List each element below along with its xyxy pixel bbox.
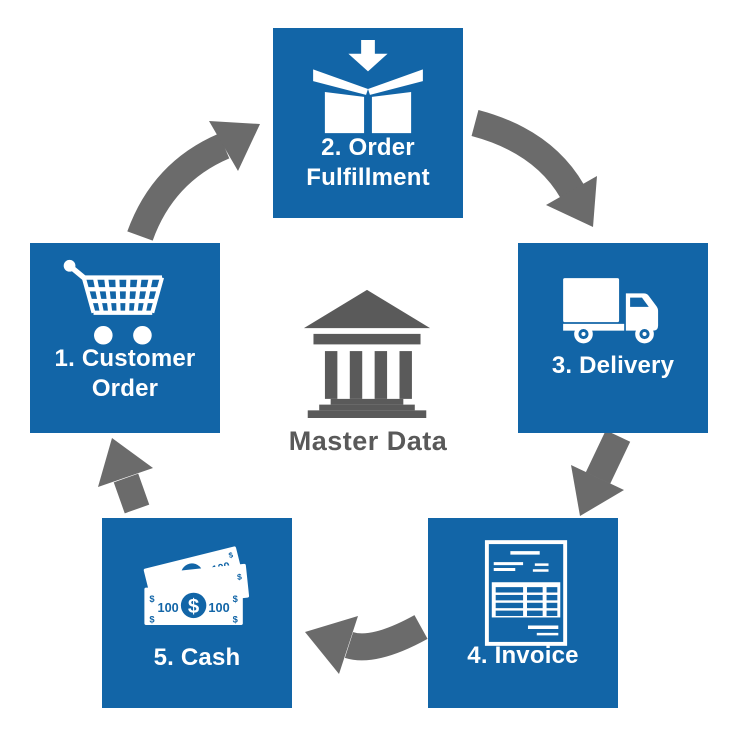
- svg-text:$: $: [188, 596, 200, 618]
- svg-text:$: $: [233, 594, 239, 604]
- svg-text:100: 100: [158, 600, 179, 615]
- svg-text:$: $: [149, 614, 155, 624]
- svg-text:$: $: [149, 594, 155, 604]
- node-label: 3. Delivery: [551, 352, 675, 379]
- delivery-truck-icon: [563, 278, 659, 344]
- svg-text:$: $: [236, 571, 242, 581]
- svg-text:$: $: [233, 614, 239, 624]
- node-label: 5. Cash: [153, 644, 241, 671]
- open-box-icon: [313, 40, 423, 134]
- node-label: 2. Order Fulfillment: [306, 134, 430, 191]
- arrow-customer-order-to-fulfillment: [127, 121, 260, 241]
- center-label: Master Data: [288, 426, 448, 456]
- node-customer-order: 1. Customer Order: [30, 243, 220, 433]
- node-label: 1. Customer Order: [54, 345, 196, 402]
- svg-text:100: 100: [208, 600, 229, 615]
- arrow-invoice-to-cash: [305, 615, 428, 674]
- invoice-document-icon: [484, 540, 568, 646]
- svg-text:$: $: [228, 550, 235, 560]
- money-bills-icon: $ 100 $ $ $ $ $ $ 100 100 $: [143, 546, 250, 625]
- node-invoice: 4. Invoice: [428, 518, 618, 708]
- node-cash: $ 100 $ $ $ $ $ $ 100 100 $ 5. Cash: [102, 518, 292, 708]
- arrow-fulfillment-to-delivery: [471, 109, 597, 227]
- bank-icon: [303, 289, 431, 418]
- node-order-fulfillment: 2. Order Fulfillment: [273, 28, 463, 218]
- node-delivery: 3. Delivery: [518, 243, 708, 433]
- node-label: 4. Invoice: [467, 642, 579, 669]
- shopping-cart-icon: [63, 259, 164, 345]
